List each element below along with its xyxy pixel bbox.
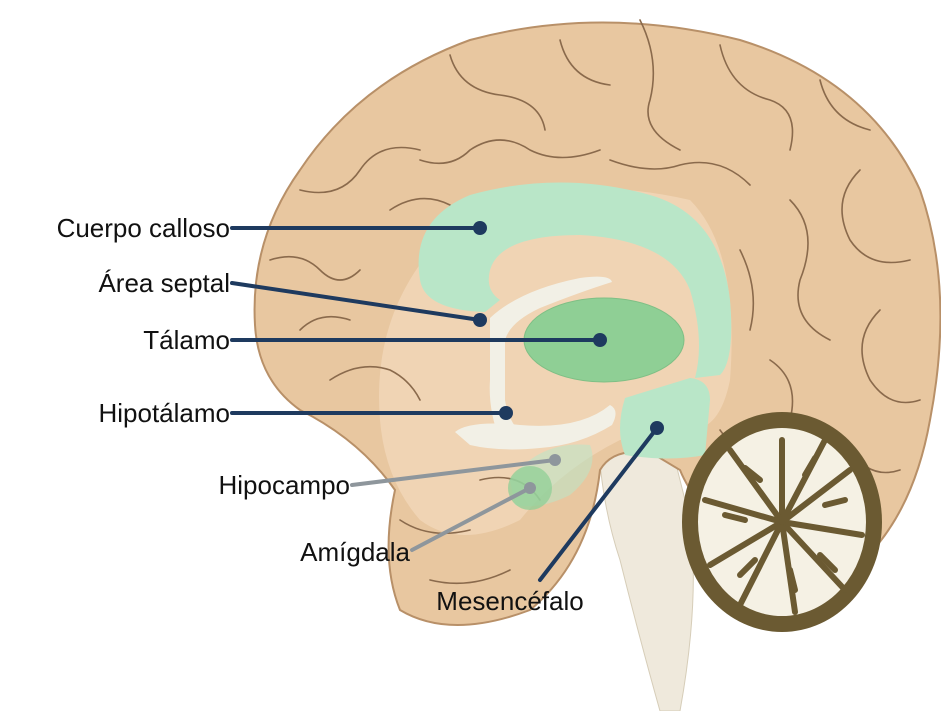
label-hipocampo: Hipocampo (218, 470, 350, 500)
label-mesencefalo: Mesencéfalo (436, 586, 583, 616)
cerebellum (682, 412, 882, 632)
label-area-septal: Área septal (98, 268, 230, 298)
label-talamo: Tálamo (143, 325, 230, 355)
label-hipotalamo: Hipotálamo (98, 398, 230, 428)
label-cuerpo-calloso: Cuerpo calloso (57, 213, 230, 243)
label-amigdala: Amígdala (300, 537, 410, 567)
